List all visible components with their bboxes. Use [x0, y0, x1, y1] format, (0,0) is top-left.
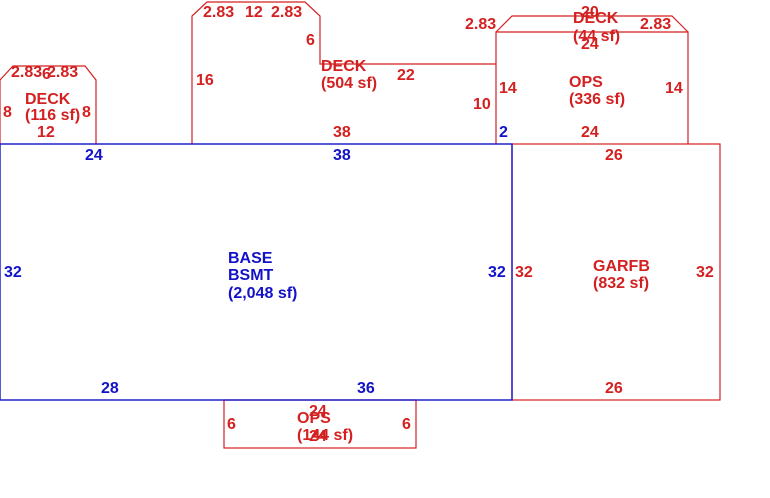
deck-left-label: DECK: [25, 91, 71, 108]
deck-mid-dim-inner-vert: 6: [306, 32, 315, 49]
garage-dim-right: 32: [696, 264, 714, 281]
deck-mid-dim-top-c: 2.83: [271, 4, 302, 21]
deck-left-outline: [0, 65, 97, 144]
deck-left-dim-right: 8: [82, 104, 91, 121]
deck-left-dim-left: 8: [3, 104, 12, 121]
ops-right-area: (336 sf): [569, 91, 625, 108]
base-dim-top-left: 24: [85, 147, 103, 164]
deck-mid-dim-right-run: 22: [397, 67, 415, 84]
base-label-line1: BASE: [228, 250, 273, 267]
base-dim-bottom-left: 28: [101, 380, 119, 397]
ops-bottom-label: OPS: [297, 410, 331, 427]
deck-top-right-dim-right: 2.83: [640, 16, 671, 33]
garage-dim-bottom: 26: [605, 380, 623, 397]
deck-left-dim-top-a: 2.83: [11, 64, 42, 81]
base-dim-right: 32: [488, 264, 506, 281]
ops-right-label: OPS: [569, 74, 603, 91]
base-bsmt-outline: [0, 143, 513, 401]
deck-top-right-label: DECK: [573, 10, 619, 27]
deck-mid-dim-inner-vert2: 10: [473, 96, 491, 113]
deck-top-right-area: (44 sf): [573, 28, 620, 45]
deck-left-dim-top-c: 2.83: [47, 64, 78, 81]
ops-right-dim-bottom: 24: [581, 124, 599, 141]
deck-mid-dim-left: 16: [196, 72, 214, 89]
deck-left-dim-bottom: 12: [37, 124, 55, 141]
deck-top-right-dim-top: 20: [581, 4, 599, 21]
deck-mid-area: (504 sf): [321, 75, 377, 92]
base-area: (2,048 sf): [228, 285, 297, 302]
garage-dim-top: 26: [605, 147, 623, 164]
deck-mid-dim-top-b: 12: [245, 4, 263, 21]
garage-dim-left: 32: [515, 264, 533, 281]
deck-mid-dim-bottom: 38: [333, 124, 351, 141]
deck-mid-outline: [191, 1, 496, 144]
ops-right-outline: [495, 31, 689, 144]
ops-bottom-area: (144 sf): [297, 427, 353, 444]
ops-right-dim-left-ext: 2: [499, 124, 508, 141]
deck-left-area: (116 sf): [25, 107, 80, 124]
ops-bottom-dim-right: 6: [402, 416, 411, 433]
base-dim-bottom-right: 36: [357, 380, 375, 397]
deck-top-right-outline: [495, 15, 689, 33]
base-dim-left: 32: [4, 264, 22, 281]
ops-bottom-dim-bottom: 24: [309, 428, 327, 445]
garage-label: GARFB: [593, 258, 650, 275]
deck-mid-label: DECK: [321, 58, 367, 75]
ops-bottom-dim-top: 24: [309, 403, 327, 420]
ops-right-dim-right: 14: [665, 80, 683, 97]
ops-bottom-dim-left: 6: [227, 416, 236, 433]
deck-left-dim-top-b: 6: [42, 66, 51, 83]
base-dim-top-right: 38: [333, 147, 351, 164]
deck-mid-dim-top-a: 2.83: [203, 4, 234, 21]
deck-top-right-dim-bottom: 24: [581, 36, 599, 53]
garage-area: (832 sf): [593, 275, 649, 292]
deck-top-right-dim-left: 2.83: [465, 16, 496, 33]
ops-right-dim-left: 14: [499, 80, 517, 97]
base-label-line2: BSMT: [228, 267, 274, 284]
